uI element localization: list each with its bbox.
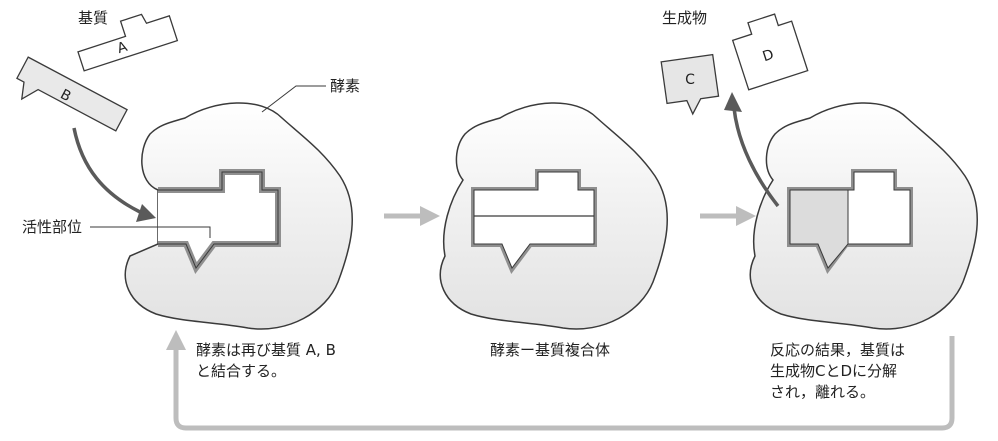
caption-complex-line-1: 酵素ー基質複合体 bbox=[490, 341, 611, 359]
active-site-label: 活性部位 bbox=[22, 218, 83, 236]
caption-result-line-3: され，離れる。 bbox=[770, 383, 876, 401]
caption-complex: 酵素ー基質複合体 bbox=[490, 340, 610, 361]
piece-c-letter: C bbox=[685, 72, 695, 88]
arrow-binding bbox=[72, 127, 156, 222]
complex-substrates bbox=[471, 169, 597, 274]
caption-rebind-line-2: と結合する。 bbox=[196, 362, 287, 380]
active-site-1 bbox=[158, 169, 281, 274]
caption-result-line-2: 生成物CとDに分解 bbox=[770, 362, 898, 380]
products-label: 生成物 bbox=[662, 9, 708, 27]
enzyme-label: 酵素 bbox=[330, 77, 361, 95]
substrate-a bbox=[77, 13, 179, 72]
arrow-release bbox=[724, 92, 780, 208]
piece-d-letter: D bbox=[761, 47, 776, 66]
substrate-label: 基質 bbox=[78, 9, 109, 27]
product-c bbox=[660, 53, 720, 116]
caption-rebind: 酵素は再び基質 A, B と結合する。 bbox=[196, 340, 336, 382]
caption-result-line-1: 反応の結果，基質は bbox=[770, 341, 906, 359]
substrate-b bbox=[16, 56, 128, 132]
caption-rebind-line-1: 酵素は再び基質 A, B bbox=[196, 341, 336, 359]
arrow-recycle bbox=[166, 330, 955, 431]
arrow-step-2 bbox=[700, 206, 756, 226]
caption-result: 反応の結果，基質は 生成物CとDに分解 され，離れる。 bbox=[770, 340, 905, 403]
enzyme-leader-line bbox=[261, 85, 326, 113]
active-site-3 bbox=[787, 169, 913, 274]
product-d bbox=[731, 13, 809, 91]
active-site-leader-line bbox=[90, 226, 211, 238]
arrow-step-1 bbox=[384, 206, 440, 226]
